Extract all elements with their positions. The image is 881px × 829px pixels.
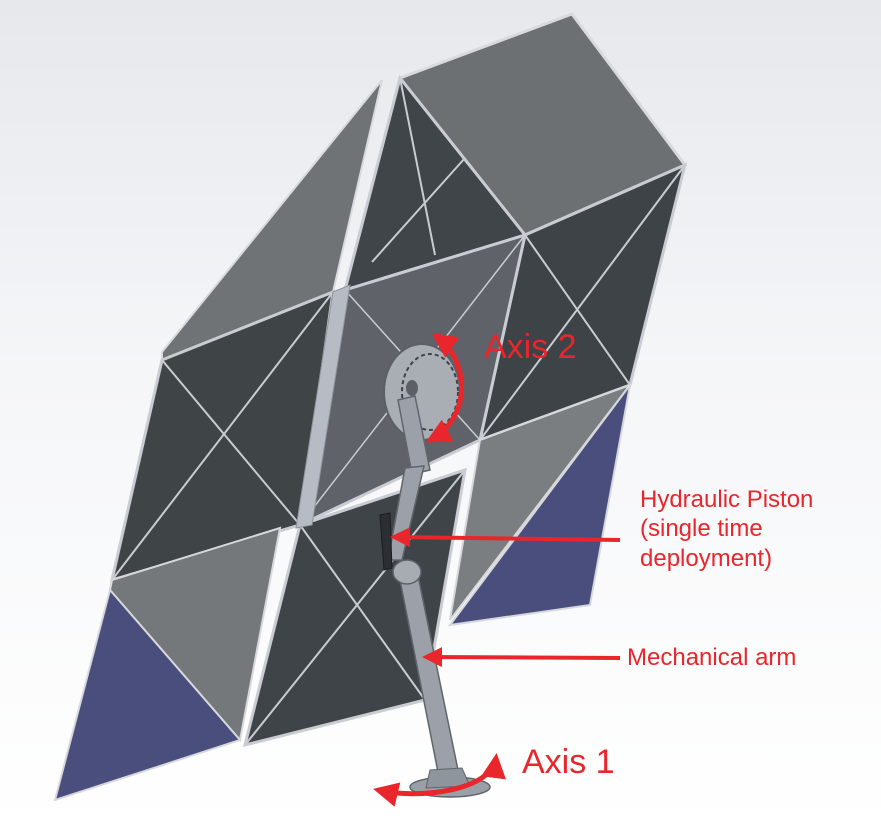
axis1-rotation-arrow [373, 753, 506, 807]
center-beam [295, 284, 351, 529]
lower-left-blue-panel [53, 587, 242, 802]
arm-callout-arrow [422, 647, 621, 668]
left-panel [109, 289, 335, 583]
hydraulic-piston [379, 512, 393, 571]
axis2-label: Axis 2 [484, 328, 577, 366]
axis2-rotation-arrow [425, 333, 464, 443]
piston-label: Hydraulic Piston (single time deployment… [640, 486, 814, 572]
lower-right-blue-panel [447, 384, 631, 627]
arm-label: Mechanical arm [627, 644, 797, 671]
piston-callout-arrow [390, 527, 621, 548]
axis1-label: Axis 1 [522, 743, 615, 781]
